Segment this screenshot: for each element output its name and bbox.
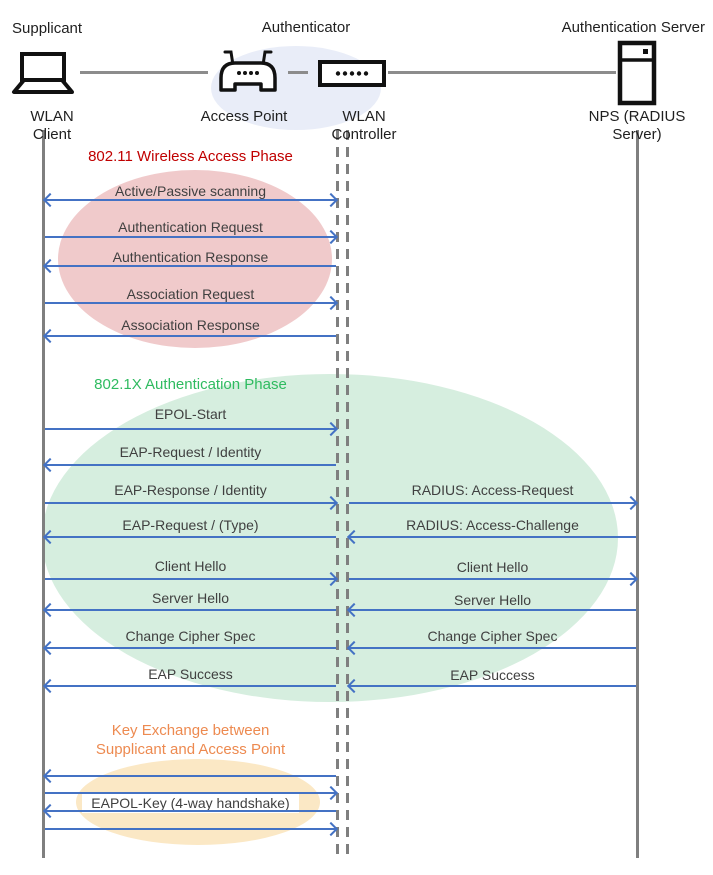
arrow-association-request — [45, 302, 336, 304]
connector-controller-server — [388, 71, 616, 74]
arrow-eap-success-right — [349, 685, 636, 687]
arrow-active-passive-scanning — [45, 199, 336, 201]
phase2-title: 802.1X Authentication Phase — [94, 376, 287, 393]
label-eap-success-right: EAP Success — [450, 667, 535, 683]
wlan-client-lifeline — [42, 130, 45, 858]
arrow-client-hello-right — [349, 578, 636, 580]
arrow-epol-start — [45, 428, 336, 430]
nps-lifeline — [636, 130, 639, 858]
arrow-authentication-request — [45, 236, 336, 238]
laptop-icon — [8, 50, 78, 101]
arrow-server-hello-left — [45, 609, 336, 611]
label-eapol-key: EAPOL-Key (4-way handshake) — [82, 794, 299, 813]
label-client-hello-right: Client Hello — [456, 559, 529, 575]
label-association-response: Association Response — [121, 317, 260, 333]
connector-client-ap — [80, 71, 208, 74]
arrow-eap-success-left — [45, 685, 336, 687]
wlan-controller-icon — [318, 60, 386, 93]
label-association-request: Association Request — [126, 286, 255, 302]
phase1-title: 802.11 Wireless Access Phase — [88, 148, 293, 165]
label-change-cipher-spec-left: Change Cipher Spec — [125, 628, 256, 644]
device-wlan-controller: WLAN Controller — [331, 108, 397, 143]
phase3-title-line2: Supplicant and Access Point — [95, 741, 286, 758]
arrow-eapol-key-1 — [45, 775, 336, 777]
connector-ap-controller — [288, 71, 308, 74]
arrow-server-hello-right — [349, 609, 636, 611]
label-radius-access-challenge: RADIUS: Access-Challenge — [406, 517, 579, 533]
arrow-radius-access-request — [349, 502, 636, 504]
label-epol-start: EPOL-Start — [154, 406, 227, 422]
role-authentication-server: Authentication Server — [561, 19, 705, 36]
device-access-point: Access Point — [200, 108, 288, 125]
phase3-title-line1: Key Exchange between — [111, 722, 270, 739]
label-eap-response-identity: EAP-Response / Identity — [114, 482, 267, 498]
arrow-eap-response-identity — [45, 502, 336, 504]
label-eapol-key-wrap: EAPOL-Key (4-way handshake) — [45, 794, 336, 813]
arrow-change-cipher-spec-left — [45, 647, 336, 649]
arrow-change-cipher-spec-right — [349, 647, 636, 649]
arrow-association-response — [45, 335, 336, 337]
label-server-hello-right: Server Hello — [453, 592, 532, 608]
label-client-hello-left: Client Hello — [154, 558, 227, 574]
arrow-eapol-key-3 — [45, 810, 336, 812]
role-supplicant: Supplicant — [12, 20, 83, 37]
phase3-title: Key Exchange between Supplicant and Acce… — [45, 721, 336, 759]
wlan-controller-lifeline-2 — [346, 130, 349, 854]
device-wlan-client: WLAN Client — [30, 108, 74, 143]
label-change-cipher-spec-right: Change Cipher Spec — [427, 628, 558, 644]
label-authentication-response: Authentication Response — [112, 249, 269, 265]
wlan-controller-lifeline-1 — [336, 130, 339, 854]
label-authentication-request: Authentication Request — [118, 219, 263, 235]
label-active-passive-scanning: Active/Passive scanning — [115, 183, 266, 199]
device-nps-radius-server: NPS (RADIUS Server) — [588, 108, 686, 143]
arrow-client-hello-left — [45, 578, 336, 580]
access-point-icon — [216, 48, 280, 99]
arrow-eap-request-type — [45, 536, 336, 538]
label-eap-request-identity: EAP-Request / Identity — [119, 444, 262, 460]
role-authenticator: Authenticator — [261, 19, 351, 36]
arrow-authentication-response — [45, 265, 336, 267]
label-eap-success-left: EAP Success — [148, 666, 233, 682]
arrow-radius-access-challenge — [349, 536, 636, 538]
server-icon — [617, 40, 659, 111]
arrow-eap-request-identity — [45, 464, 336, 466]
arrow-eapol-key-2 — [45, 792, 336, 794]
label-server-hello-left: Server Hello — [151, 590, 230, 606]
label-eap-request-type: EAP-Request / (Type) — [122, 517, 259, 533]
arrow-eapol-key-4 — [45, 828, 336, 830]
label-radius-access-request: RADIUS: Access-Request — [411, 482, 574, 498]
